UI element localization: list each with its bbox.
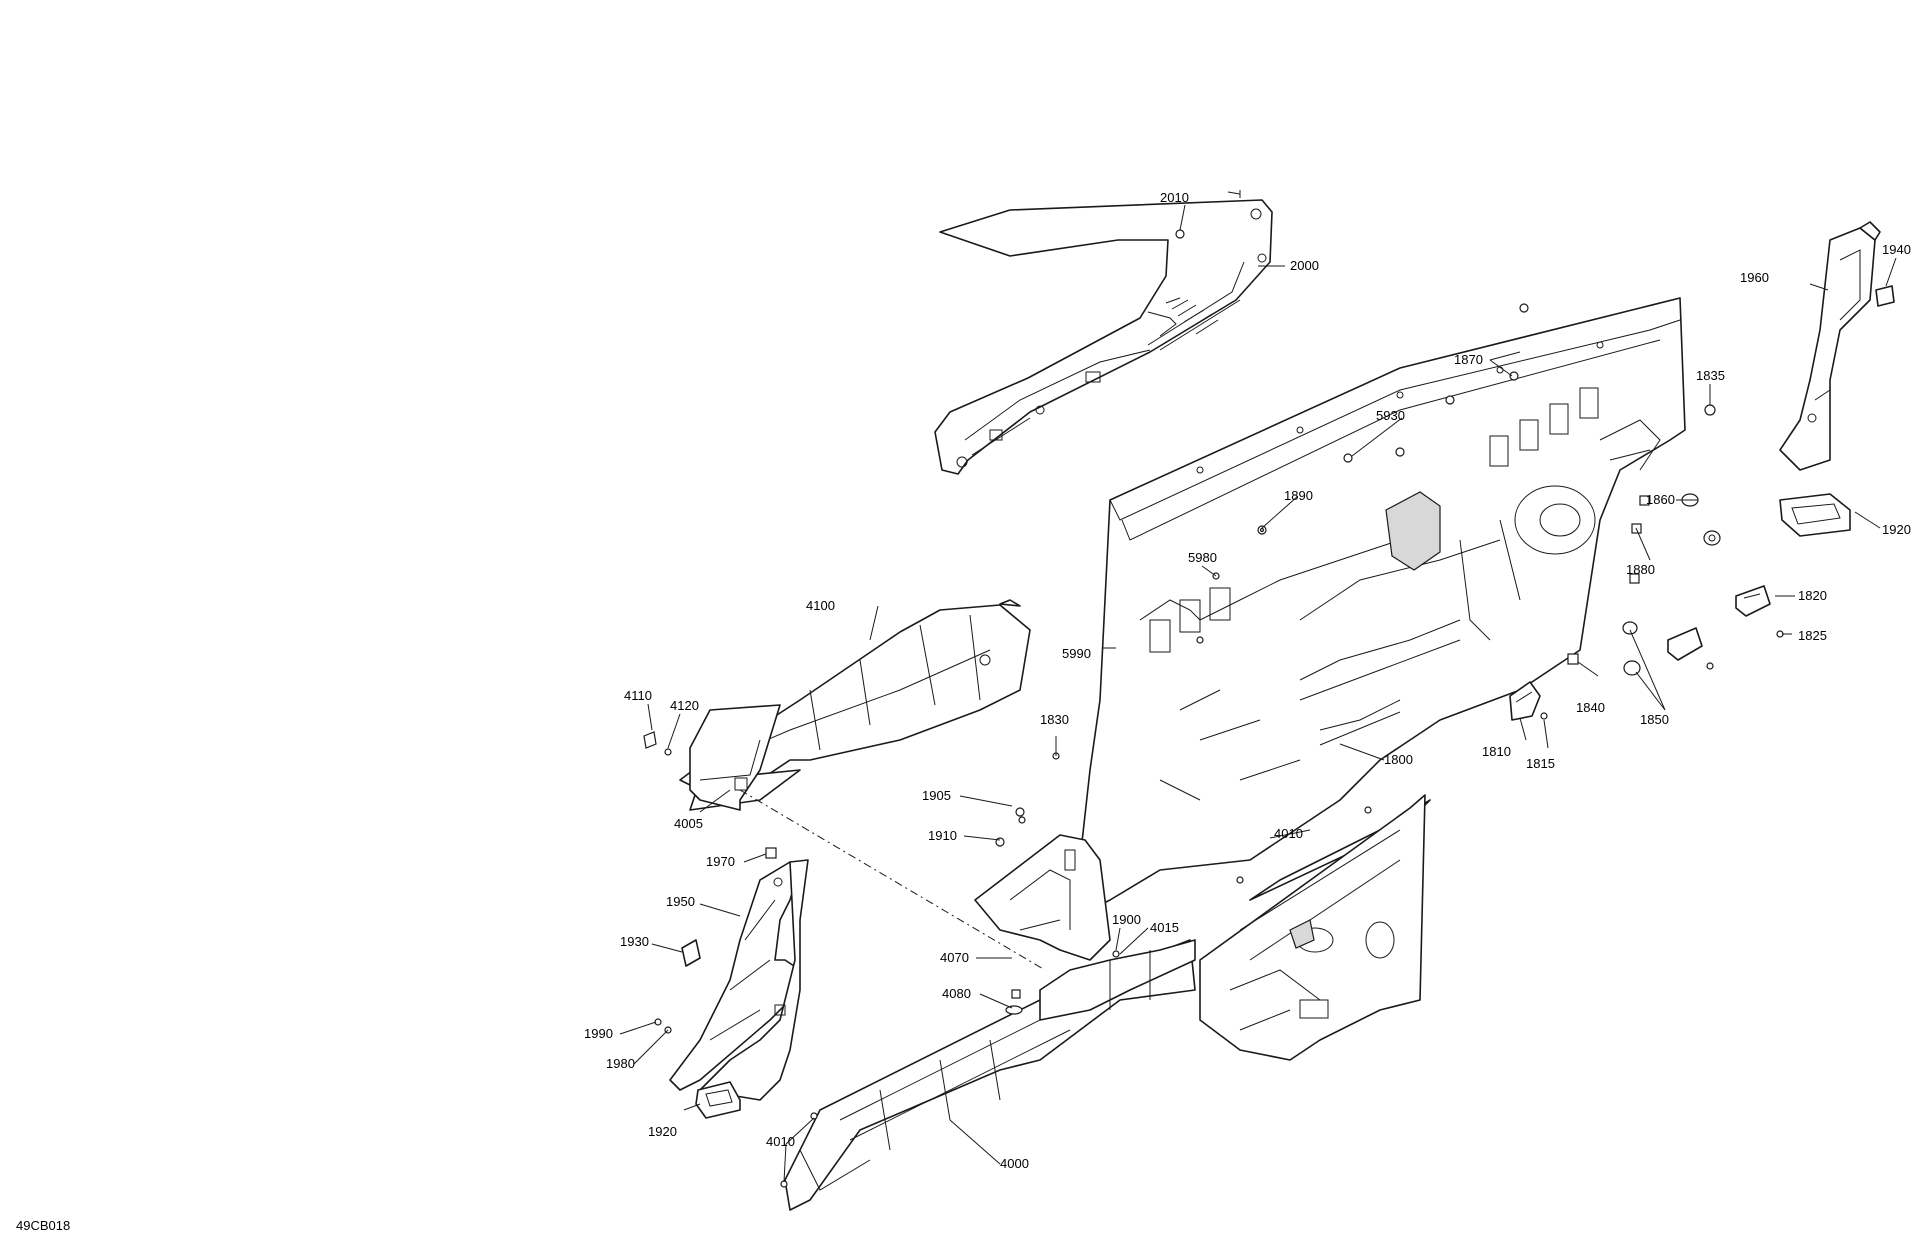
callout-1820: 1820 (1798, 588, 1827, 603)
callout-1835: 1835 (1696, 368, 1725, 383)
callout-4015: 4015 (1150, 920, 1179, 935)
part-1900-lower-pillar (974, 834, 1111, 961)
part-1810-latch (1509, 681, 1541, 721)
callout-4110: 4110 (624, 688, 652, 703)
callout-1940: 1940 (1882, 242, 1911, 257)
callout-1920-right: 1920 (1882, 522, 1911, 537)
callout-1980: 1980 (606, 1056, 635, 1071)
part-4000-lower-duct (784, 939, 1196, 1211)
callout-1960: 1960 (1740, 270, 1769, 285)
part-1960-right-panel (1779, 221, 1881, 471)
part-2000-upper-rail (934, 199, 1273, 475)
callout-2000: 2000 (1290, 258, 1319, 273)
part-1950-left-panel (669, 859, 809, 1101)
part-1940-clip (1875, 285, 1895, 307)
callout-1890: 1890 (1284, 488, 1313, 503)
part-1840-clip (1567, 653, 1579, 665)
callout-4080: 4080 (942, 986, 971, 1001)
callout-1860: 1860 (1646, 492, 1675, 507)
callout-1905: 1905 (922, 788, 951, 803)
callout-5930: 5930 (1376, 408, 1405, 423)
callout-1920-left: 1920 (648, 1124, 677, 1139)
figure-reference-code: 49CB018 (16, 1218, 70, 1233)
callout-4010-lower: 4010 (766, 1134, 795, 1149)
callout-4120: 4120 (670, 698, 699, 713)
leader-lines (619, 204, 1897, 1183)
part-4070-4080-spacers (1005, 989, 1023, 1015)
callout-1840: 1840 (1576, 700, 1605, 715)
callout-5980: 5980 (1188, 550, 1217, 565)
part-1820-latch (1735, 585, 1771, 617)
callout-1830: 1830 (1040, 712, 1069, 727)
callout-4100: 4100 (806, 598, 835, 613)
part-1920-grip-right (1779, 493, 1851, 537)
part-1835-nut (1704, 404, 1716, 416)
callout-4005: 4005 (674, 816, 703, 831)
part-4005-bracket (689, 704, 781, 811)
part-1905-1910-screws (995, 807, 1026, 847)
part-1970-clip (765, 847, 777, 859)
callout-1950: 1950 (666, 894, 695, 909)
callouts: 2010 2000 1940 1960 1870 1835 5930 1890 … (584, 190, 1911, 1171)
part-1920-grip-left (695, 1081, 741, 1119)
callout-1815: 1815 (1526, 756, 1555, 771)
callout-1810: 1810 (1482, 744, 1511, 759)
part-1800-main-panel (1079, 297, 1686, 911)
part-1820-latch-lower (1667, 627, 1703, 661)
callout-1850: 1850 (1640, 712, 1669, 727)
part-1860-grommet (1681, 493, 1721, 546)
part-4110-clip (643, 731, 657, 749)
callout-2010: 2010 (1160, 190, 1189, 205)
callout-1800: 1800 (1384, 752, 1413, 767)
callout-4010-upper: 4010 (1274, 826, 1303, 841)
callout-1870: 1870 (1454, 352, 1483, 367)
callout-4070: 4070 (940, 950, 969, 965)
callout-1990: 1990 (584, 1026, 613, 1041)
callout-4000: 4000 (1000, 1156, 1029, 1171)
callout-1930: 1930 (620, 934, 649, 949)
callout-5990: 5990 (1062, 646, 1091, 661)
part-1850-washer (1622, 621, 1641, 676)
callout-1900: 1900 (1112, 912, 1141, 927)
part-1930-clip (681, 939, 701, 967)
callout-1825: 1825 (1798, 628, 1827, 643)
callout-1970: 1970 (706, 854, 735, 869)
part-4010-lower-frame (1199, 794, 1431, 1061)
callout-1910: 1910 (928, 828, 957, 843)
callout-1880: 1880 (1626, 562, 1655, 577)
assembly-line (739, 789, 1046, 971)
